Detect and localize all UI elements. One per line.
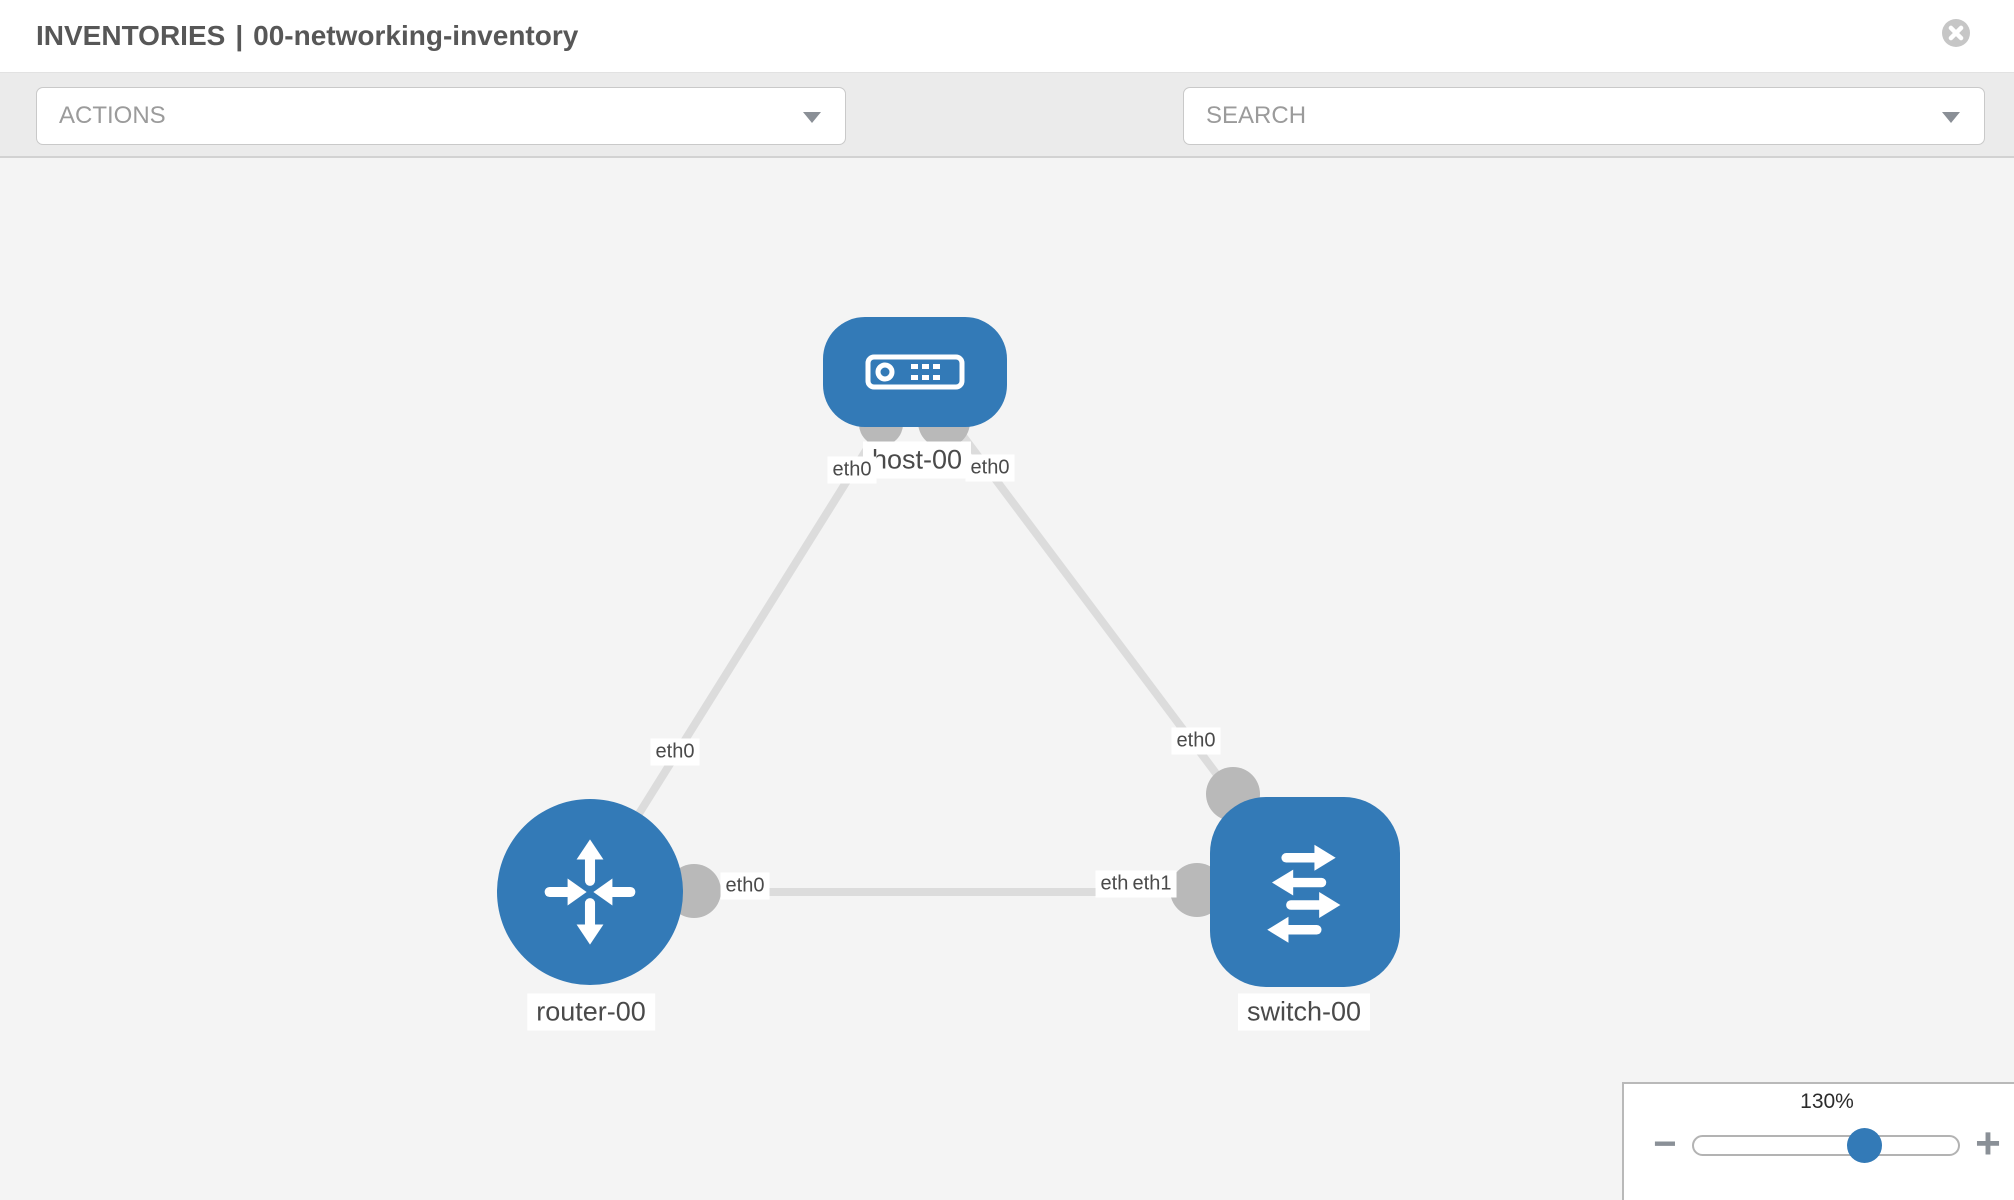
node-host-00[interactable]: [823, 317, 1007, 427]
router-icon: [544, 839, 636, 945]
interface-label: eth0: [827, 456, 877, 484]
actions-dropdown[interactable]: ACTIONS: [36, 87, 846, 145]
interface-label: eth1: [1127, 870, 1177, 898]
search-dropdown[interactable]: SEARCH: [1183, 87, 1985, 145]
breadcrumb-name: 00-networking-inventory: [253, 20, 579, 51]
zoom-level-value: 130%: [1800, 1090, 1854, 1113]
interface-label: eth0: [720, 872, 770, 900]
node-router-00[interactable]: [497, 799, 683, 985]
toolbar: ACTIONS SEARCH: [0, 72, 2014, 208]
breadcrumb-section: INVENTORIES: [36, 20, 226, 51]
breadcrumb-separator: |: [235, 20, 244, 51]
topology-canvas[interactable]: host-00 router-00 switch-00 eth0 eth0 eth0 eth…: [0, 158, 2014, 1200]
switch-icon: [1267, 844, 1341, 943]
page-header: INVENTORIES | 00-networking-inventory: [0, 0, 2014, 72]
interface-label: eth0: [965, 454, 1015, 482]
zoom-panel: 130% − +: [1622, 1082, 2014, 1200]
chevron-down-icon: [1942, 112, 1960, 123]
interface-label: eth0: [650, 738, 700, 766]
zoom-slider-thumb[interactable]: [1847, 1128, 1883, 1163]
node-label-router-00: router-00: [527, 993, 655, 1031]
interface-label: eth0: [1171, 727, 1221, 755]
node-label-host-00: host-00: [862, 441, 972, 479]
breadcrumb: INVENTORIES | 00-networking-inventory: [36, 0, 578, 72]
node-label-switch-00: switch-00: [1237, 993, 1371, 1031]
host-icon: [865, 354, 965, 390]
close-button[interactable]: [1942, 19, 1970, 47]
zoom-slider-track[interactable]: [1692, 1135, 1960, 1156]
search-dropdown-label: SEARCH: [1206, 102, 1307, 129]
actions-dropdown-label: ACTIONS: [59, 102, 166, 129]
zoom-in-button[interactable]: +: [1975, 1119, 2001, 1168]
chevron-down-icon: [803, 112, 821, 123]
close-icon: [1942, 19, 1970, 47]
node-switch-00[interactable]: [1210, 797, 1400, 987]
zoom-out-button[interactable]: −: [1653, 1122, 1677, 1166]
